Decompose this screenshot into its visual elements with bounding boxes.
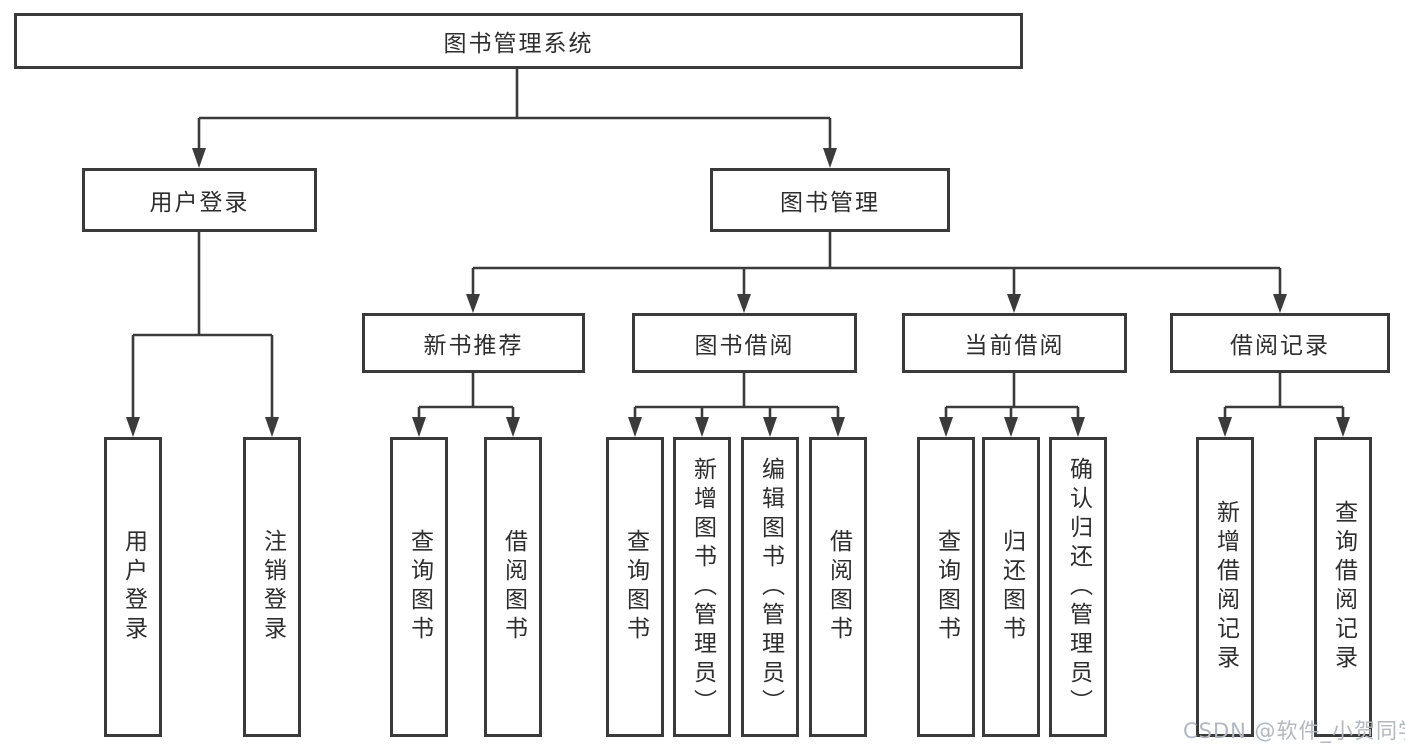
node-label: 用户登录	[149, 190, 250, 216]
node-label: 注销登录	[259, 529, 286, 645]
node-label: 新增借阅记录	[1212, 500, 1239, 674]
node-label: 查询图书	[622, 529, 649, 645]
leaf-query-borrow-record: 查询借阅记录	[1314, 437, 1372, 737]
node-label: 新增图书（管理员）	[689, 456, 716, 718]
node-label: 查询图书	[406, 529, 433, 645]
leaf-borrow-book: 借阅图书	[809, 437, 867, 737]
node-label: 新书推荐	[423, 333, 524, 359]
leaf-user-login: 用户登录	[104, 437, 162, 737]
node-label: 借阅图书	[500, 529, 527, 645]
node-label: 编辑图书（管理员）	[757, 456, 784, 718]
arrowhead-icons	[126, 148, 1350, 437]
node-current-borrow: 当前借阅	[902, 313, 1127, 373]
node-new-book-recommend: 新书推荐	[362, 313, 585, 373]
leaf-query-book-borrow: 查询图书	[606, 437, 664, 737]
node-label: 用户登录	[120, 529, 147, 645]
node-label: 借阅记录	[1230, 333, 1330, 359]
node-label: 查询图书	[933, 529, 960, 645]
leaf-edit-book-admin: 编辑图书（管理员）	[741, 437, 799, 737]
node-book-borrow: 图书借阅	[632, 313, 857, 373]
node-label: 确认归还（管理员）	[1065, 456, 1092, 718]
leaf-confirm-return-admin: 确认归还（管理员）	[1049, 437, 1107, 737]
node-label: 归还图书	[998, 529, 1025, 645]
leaf-query-book-current: 查询图书	[917, 437, 975, 737]
leaf-return-book: 归还图书	[982, 437, 1040, 737]
leaf-logout: 注销登录	[243, 437, 301, 737]
leaf-add-book-admin: 新增图书（管理员）	[673, 437, 731, 737]
leaf-query-book-recommend: 查询图书	[390, 437, 448, 737]
csdn-watermark: CSDN @软件_小贺同学	[1183, 719, 1405, 743]
leaf-borrow-book-recommend: 借阅图书	[484, 437, 542, 737]
node-user-login: 用户登录	[82, 168, 317, 232]
node-book-management: 图书管理	[710, 168, 950, 232]
node-label: 图书管理系统	[443, 31, 594, 57]
node-borrow-record: 借阅记录	[1170, 313, 1390, 373]
node-label: 查询借阅记录	[1330, 500, 1357, 674]
leaf-add-borrow-record: 新增借阅记录	[1196, 437, 1254, 737]
node-label: 图书管理	[780, 190, 880, 216]
node-root-library-management-system: 图书管理系统	[14, 13, 1023, 69]
node-label: 借阅图书	[825, 529, 852, 645]
node-label: 当前借阅	[964, 333, 1065, 359]
node-label: 图书借阅	[694, 333, 795, 359]
